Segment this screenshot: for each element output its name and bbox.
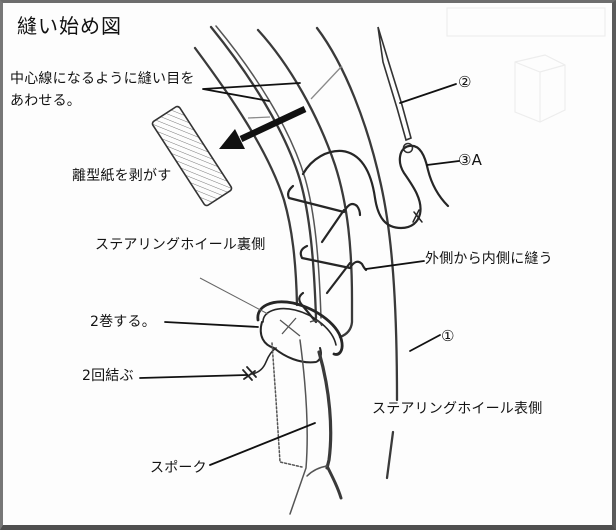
label-wrap-twice: 2巻する。 <box>90 314 156 330</box>
label-wheel-front-side: ステアリングホイール表側 <box>372 401 543 417</box>
rim-line-outer <box>315 26 399 402</box>
diagram-title: 縫い始め図 <box>17 14 122 38</box>
arrow-icon <box>219 106 307 149</box>
leader-thread-3a <box>426 160 460 166</box>
thread-3a <box>301 144 450 230</box>
scan-ghost-marks <box>446 7 606 123</box>
leader-tie-twice <box>139 374 248 379</box>
knot-icon <box>242 347 277 381</box>
seam-mark-lower <box>247 116 271 119</box>
rim-line-seam-a <box>209 25 318 320</box>
rim-line-middle <box>256 28 354 339</box>
label-sew-outside-to-inside: 外側から内側に縫う <box>425 251 553 267</box>
label-spoke: スポーク <box>150 460 207 476</box>
spoke-shape <box>199 277 343 515</box>
rim-line-seam-b <box>215 25 322 319</box>
label-align-seam-line1: 中心線になるように縫い目を <box>10 71 195 87</box>
callout-3a: ③A <box>458 151 483 169</box>
label-peel-release-paper: 離型紙を剥がす <box>72 168 172 184</box>
leader-align-seam <box>202 82 301 102</box>
stitches <box>287 184 368 324</box>
leader-outside-inside <box>365 260 425 270</box>
seam-mark-upper <box>310 65 343 100</box>
leader-wrap-twice <box>164 321 259 328</box>
needle-icon <box>377 26 414 154</box>
rim-line-outer-lower <box>385 430 395 480</box>
label-align-seam-line2: あわせる。 <box>10 93 81 109</box>
leader-front-side <box>409 334 441 352</box>
callout-1: ① <box>441 327 455 345</box>
label-tie-twice: 2回結ぶ <box>82 368 134 384</box>
release-paper <box>151 105 233 207</box>
leader-lines <box>139 82 460 466</box>
callout-2: ② <box>458 73 472 91</box>
leader-needle <box>399 83 457 104</box>
leader-spoke <box>209 422 316 466</box>
label-wheel-back-side: ステアリングホイール裏側 <box>95 237 266 253</box>
